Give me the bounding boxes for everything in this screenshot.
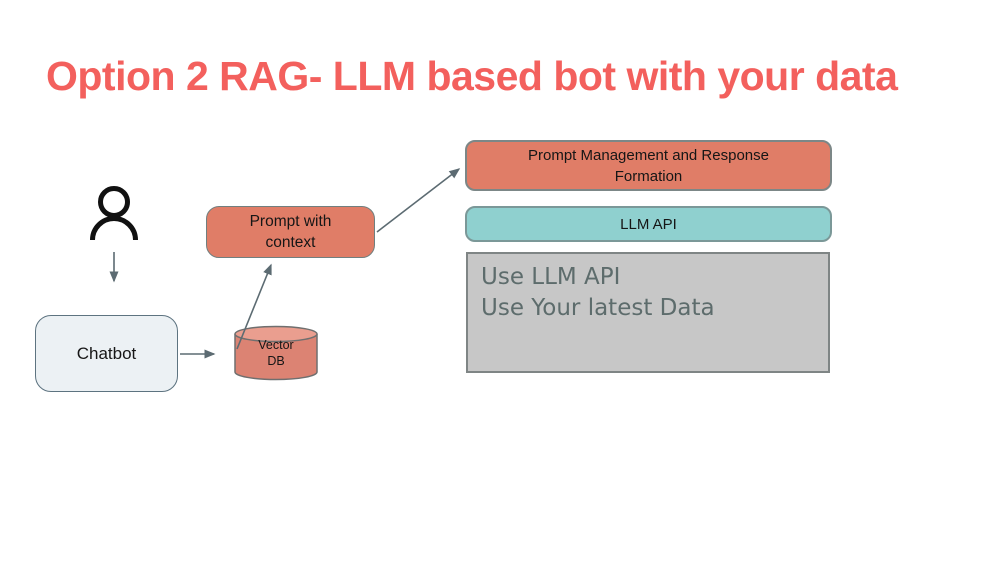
chatbot-label: Chatbot — [76, 343, 137, 363]
notes-box: Use LLM API Use Your latest Data — [466, 252, 830, 373]
prompt-management-node: Prompt Management and Response Formation — [465, 140, 832, 191]
vector-db-label-line2: DB — [267, 354, 285, 368]
prompt-with-context-node: Prompt with context — [206, 206, 375, 258]
notes-line2: Use Your latest Data — [481, 295, 715, 321]
vector-db-label: Vector DB — [235, 337, 317, 369]
slide-title: Option 2 RAG- LLM based bot with your da… — [46, 53, 898, 99]
llm-api-node: LLM API — [465, 206, 832, 242]
vector-db-label-line1: Vector — [258, 338, 294, 352]
prompt-mgmt-line2: Formation — [614, 167, 683, 185]
llm-api-label: LLM API — [620, 215, 677, 233]
prompt-context-line1: Prompt with — [249, 213, 332, 230]
person-icon — [90, 186, 138, 241]
notes-line1: Use LLM API — [481, 264, 621, 290]
prompt-context-line2: context — [265, 234, 316, 251]
prompt-mgmt-line1: Prompt Management and Response — [528, 146, 769, 164]
chatbot-node: Chatbot — [35, 315, 178, 392]
arrow-prompt-context-to-prompt-mgmt — [376, 168, 461, 233]
